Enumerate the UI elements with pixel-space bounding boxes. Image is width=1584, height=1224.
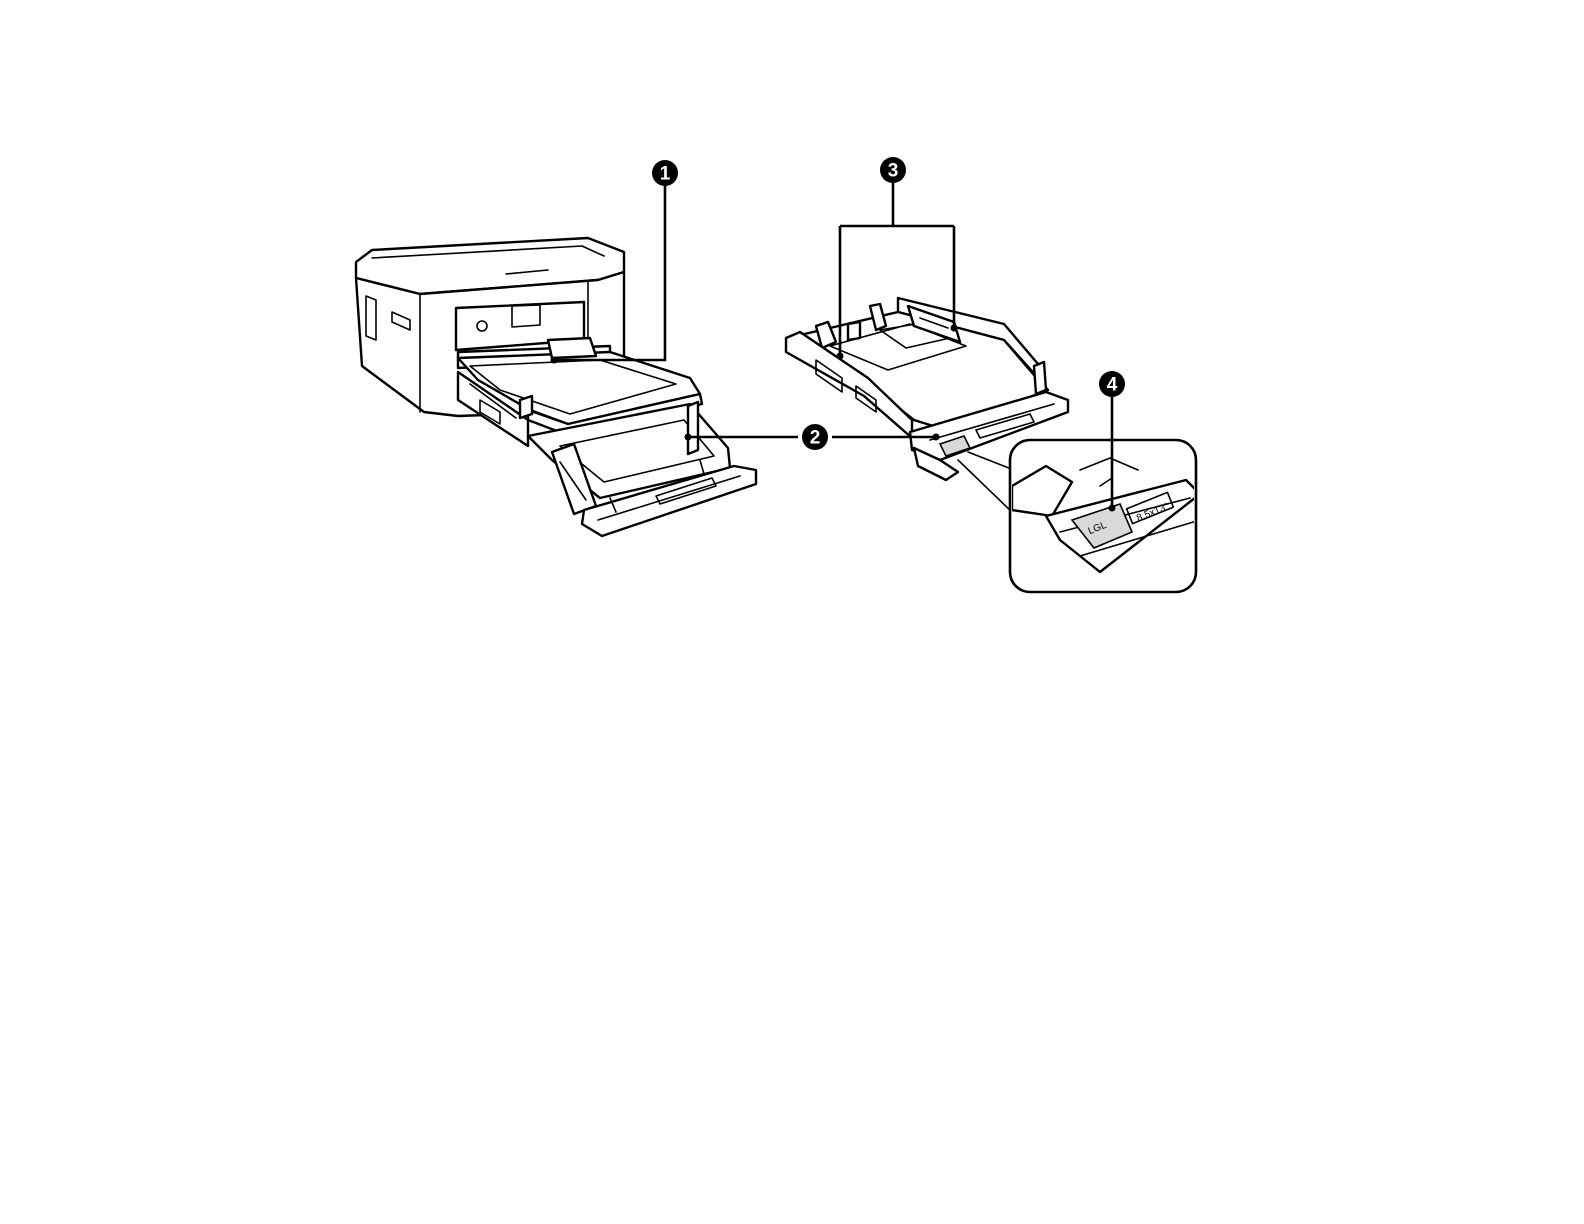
inset-zoom-lines — [958, 452, 1014, 514]
callout-2-badge: 2 — [802, 424, 828, 450]
inset-detail: LGL 8.5x13" — [1010, 440, 1200, 592]
callout-3-number: 3 — [888, 161, 899, 182]
callout-1-badge: 1 — [652, 160, 678, 186]
callout-3-badge: 3 — [880, 157, 906, 183]
callout-2-number: 2 — [810, 428, 821, 449]
callout-1-number: 1 — [660, 164, 671, 185]
callout-4-number: 4 — [1107, 375, 1118, 396]
callout-4-badge: 4 — [1099, 371, 1125, 397]
